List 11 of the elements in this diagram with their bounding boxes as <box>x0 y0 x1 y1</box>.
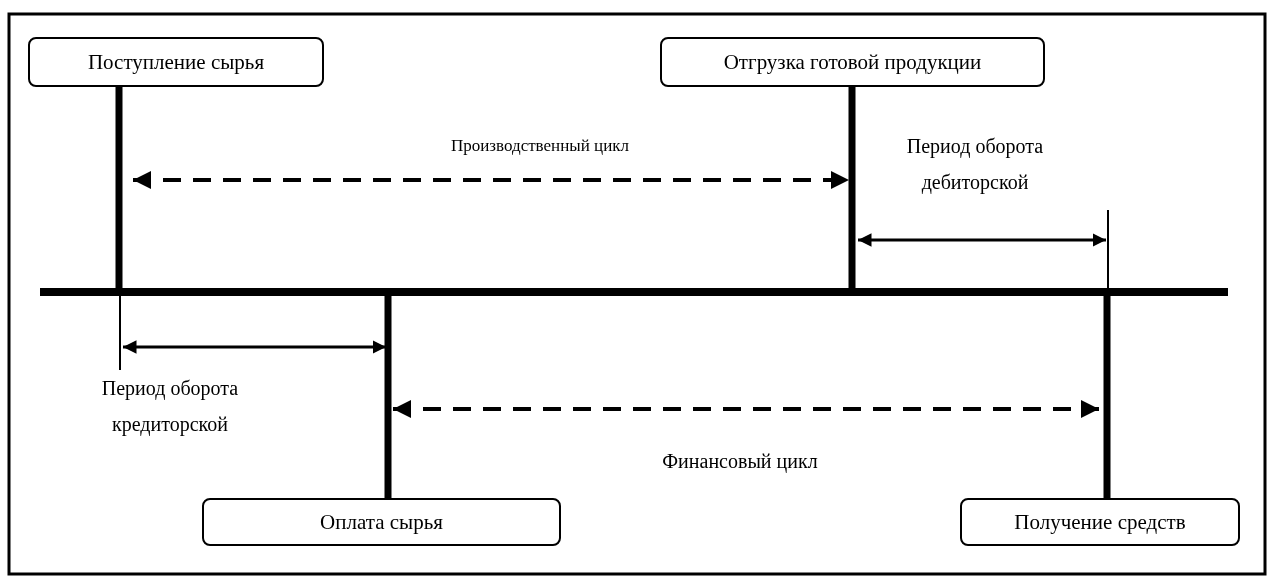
event-box: Поступление сырья <box>28 37 324 87</box>
connector-line <box>848 87 856 288</box>
connector-line <box>115 87 123 288</box>
period-label: Период оборота дебиторской <box>905 134 1045 196</box>
event-box: Отгрузка готовой продукции <box>660 37 1045 87</box>
timeline-bar <box>40 288 1228 296</box>
period-label: Период оборота кредиторской <box>100 376 240 438</box>
event-box: Получение средств <box>960 498 1240 546</box>
event-box: Оплата сырья <box>202 498 561 546</box>
period-label: Финансовый цикл <box>661 449 819 475</box>
period-label: Производственный цикл <box>450 135 630 157</box>
